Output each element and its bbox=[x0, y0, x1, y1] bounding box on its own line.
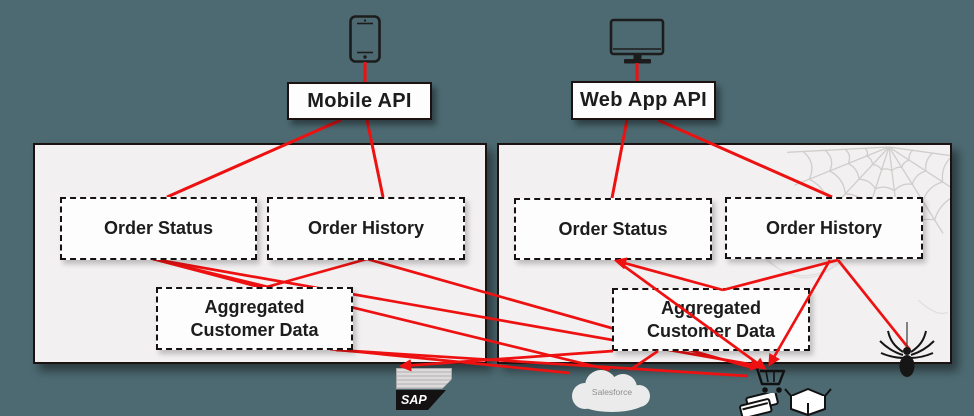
web-app-api-box: Web App API bbox=[571, 81, 716, 120]
phone-icon bbox=[349, 15, 381, 68]
credit-cards-icon bbox=[737, 390, 783, 416]
order-history-left-box: Order History bbox=[267, 197, 465, 260]
aggregated-left-label: Aggregated Customer Data bbox=[190, 297, 319, 340]
order-history-right-label: Order History bbox=[765, 217, 883, 238]
salesforce-label: Salesforce bbox=[592, 387, 632, 397]
web-app-api-label: Web App API bbox=[579, 89, 707, 111]
sap-server-icon bbox=[396, 368, 452, 389]
order-status-left-box: Order Status bbox=[60, 197, 257, 260]
aggregated-customer-data-right-box: Aggregated Customer Data bbox=[612, 288, 810, 351]
package-box-icon bbox=[784, 384, 832, 416]
order-history-right-box: Order History bbox=[725, 197, 923, 259]
sap-icon: SAP bbox=[396, 368, 452, 410]
salesforce-cloud-icon: Salesforce bbox=[563, 368, 661, 416]
aggregated-right-label: Aggregated Customer Data bbox=[646, 298, 776, 341]
mobile-api-label: Mobile API bbox=[307, 89, 412, 112]
aggregated-customer-data-left-box: Aggregated Customer Data bbox=[156, 287, 353, 350]
sap-logo: SAP bbox=[396, 390, 446, 410]
monitor-icon bbox=[609, 18, 665, 69]
order-status-left-label: Order Status bbox=[103, 218, 214, 239]
order-history-left-label: Order History bbox=[307, 218, 425, 239]
order-status-right-label: Order Status bbox=[558, 218, 668, 239]
mobile-api-box: Mobile API bbox=[287, 82, 432, 120]
order-status-right-box: Order Status bbox=[514, 198, 712, 260]
